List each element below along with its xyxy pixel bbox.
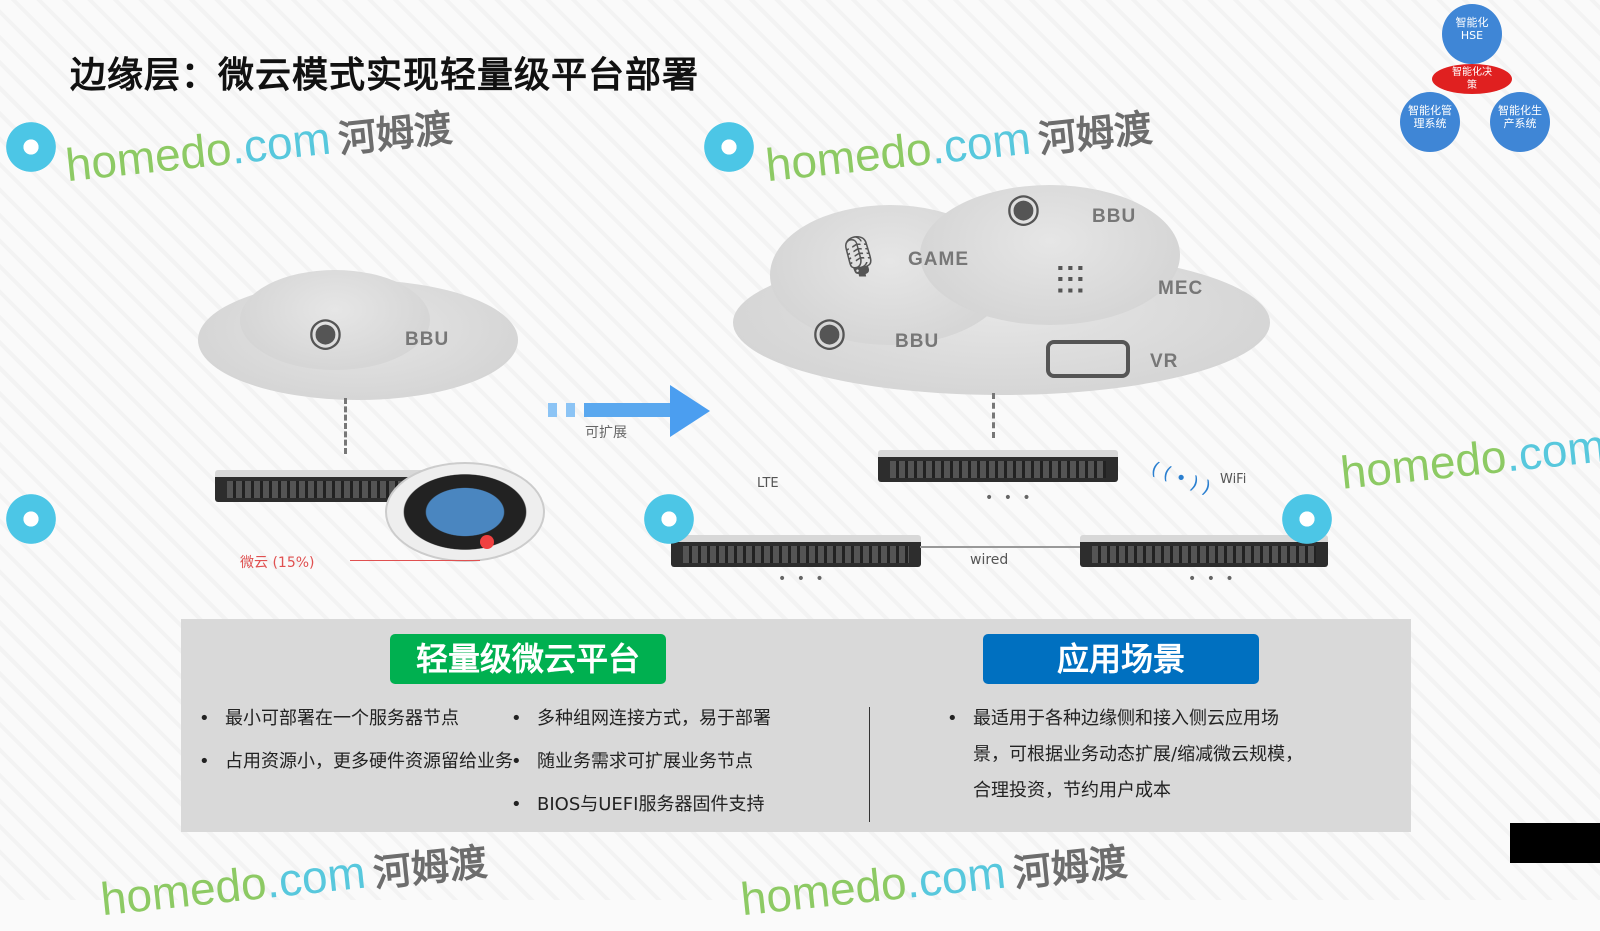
- bbu-label-bottom: BBU: [895, 331, 940, 352]
- antenna-icon: ◉: [812, 309, 847, 355]
- panel-divider: [869, 707, 870, 822]
- bbu-label-top: BBU: [1092, 206, 1137, 227]
- mec-label: MEC: [1158, 278, 1204, 299]
- watermark-flower-icon: [2, 490, 60, 548]
- watermark-flower-icon: [700, 118, 758, 176]
- antenna-icon: ◉: [308, 309, 343, 355]
- logo-center: 智能化决策: [1432, 64, 1512, 94]
- lte-label: LTE: [757, 476, 779, 491]
- bottom-left-server: [671, 535, 921, 567]
- bullet: 最小可部署在一个服务器节点: [199, 701, 459, 737]
- page-number-box: [1510, 823, 1600, 863]
- logo-circle-mgmt: 智能化管理系统: [1400, 92, 1460, 152]
- left-link: [344, 398, 347, 454]
- micro-cloud-dot: [480, 535, 494, 549]
- game-label: GAME: [908, 249, 969, 270]
- logo-circle-hse: 智能化HSE: [1442, 4, 1502, 64]
- wired-link: [920, 546, 1080, 548]
- logo: 智能化HSE 智能化决策 智能化管理系统 智能化生产系统: [1400, 4, 1560, 154]
- bullet: 多种组网连接方式，易于部署: [511, 701, 771, 737]
- micro-cloud-leader: [350, 560, 480, 561]
- sliders-icon: ⫶⫶⫶: [1055, 259, 1085, 305]
- left-bbu-label: BBU: [405, 329, 450, 350]
- scenario-tag: 应用场景: [983, 634, 1259, 684]
- watermark-flower-icon: [640, 490, 698, 548]
- microphone-icon: 🎙: [833, 234, 884, 280]
- antenna-icon: ◉: [1006, 185, 1041, 231]
- zoom-lens: [385, 462, 545, 562]
- arrow-label: 可扩展: [585, 425, 627, 441]
- bullet: 占用资源小，更多硬件资源留给业务: [199, 744, 515, 780]
- expand-arrow: [548, 403, 673, 417]
- watermark-flower-icon: [1278, 490, 1336, 548]
- arrow-head: [670, 385, 710, 437]
- ellipsis: • • •: [985, 490, 1034, 506]
- platform-tag: 轻量级微云平台: [390, 634, 666, 684]
- page-title: 边缘层：微云模式实现轻量级平台部署: [70, 55, 700, 96]
- wifi-label: WiFi: [1220, 472, 1247, 487]
- top-server: [878, 450, 1118, 482]
- ellipsis: • • •: [1188, 571, 1237, 587]
- bullet: BIOS与UEFI服务器固件支持: [511, 787, 765, 823]
- micro-cloud-label: 微云 (15%): [240, 555, 315, 571]
- watermark-flower-icon: [2, 118, 60, 176]
- vr-label: VR: [1150, 351, 1179, 372]
- right-link: [992, 393, 995, 438]
- right-cloud-puff: [920, 185, 1180, 325]
- left-cloud-puff: [240, 270, 430, 370]
- bullet: 随业务需求可扩展业务节点: [511, 744, 753, 780]
- vr-headset-icon: [1046, 340, 1130, 378]
- bullet: 最适用于各种边缘侧和接入侧云应用场景，可根据业务动态扩展/缩减微云规模，合理投资…: [947, 701, 1313, 809]
- info-panel: 轻量级微云平台 应用场景 最小可部署在一个服务器节点 占用资源小，更多硬件资源留…: [181, 619, 1411, 832]
- ellipsis: • • •: [778, 571, 827, 587]
- logo-circle-prod: 智能化生产系统: [1490, 92, 1550, 152]
- wired-label: wired: [970, 552, 1009, 568]
